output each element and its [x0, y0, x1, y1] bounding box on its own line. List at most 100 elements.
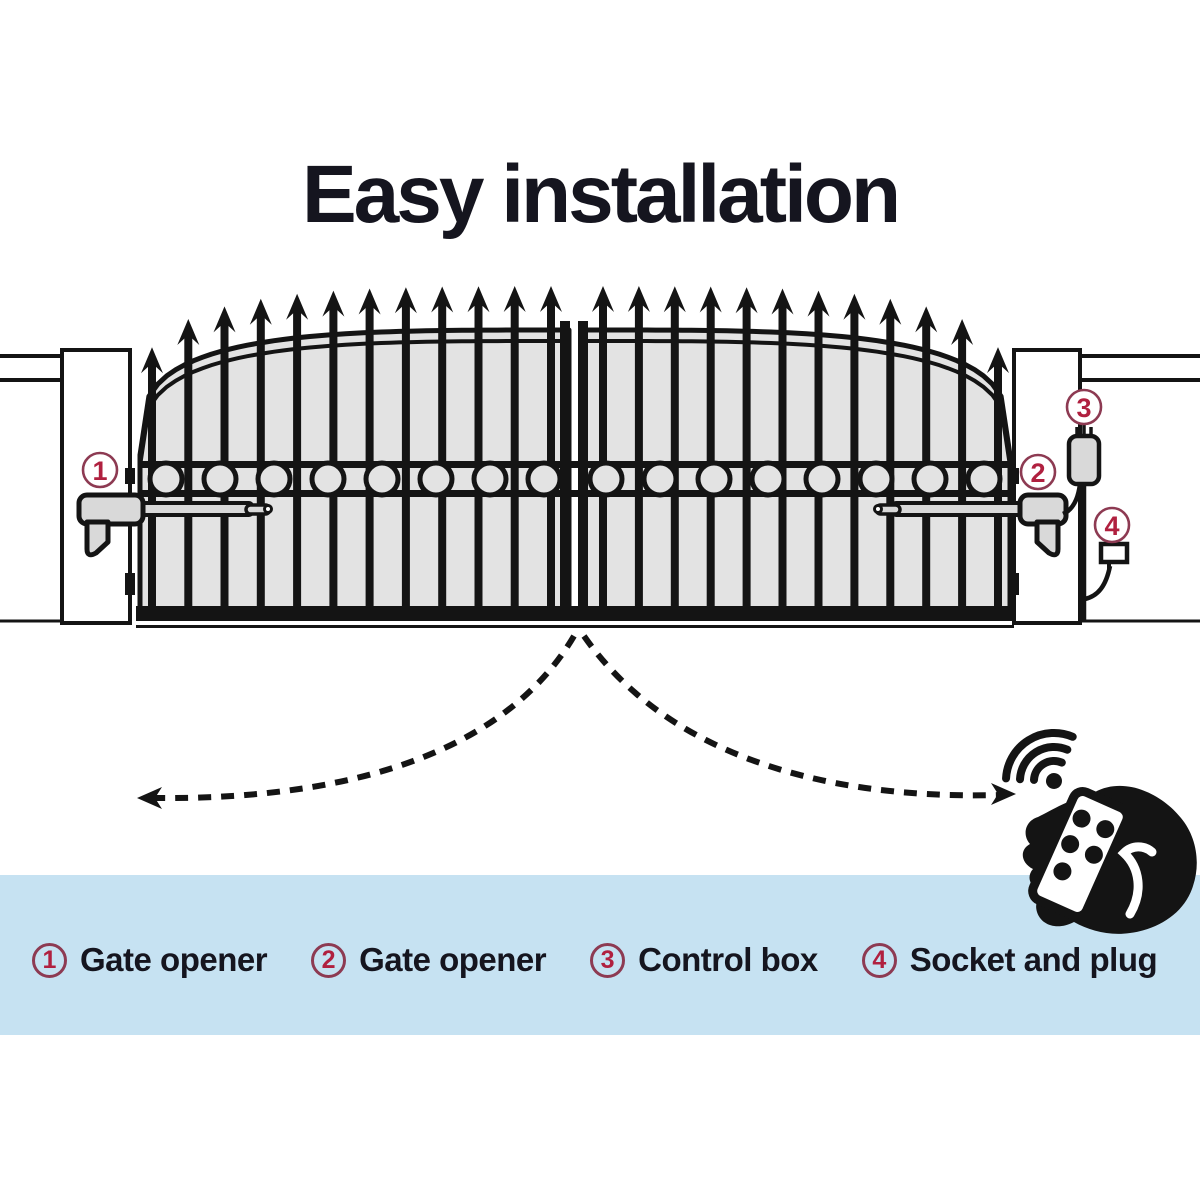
- remote-button: [1084, 845, 1103, 864]
- right-hinge-lower: [1009, 573, 1019, 595]
- legend-item-label: Socket and plug: [909, 941, 1158, 978]
- callout-circle-1: [81, 451, 119, 489]
- spear-finial-icon: [467, 286, 490, 313]
- spear-finial-icon: [592, 286, 614, 312]
- wifi-signal-icon: [1002, 729, 1077, 789]
- swing-arrow-right-head: [991, 783, 1016, 805]
- legend-item-label: Gate opener: [80, 941, 268, 978]
- spear-finial-icon: [431, 286, 454, 313]
- gate-ring: [309, 460, 347, 498]
- spear-finial-icon: [879, 298, 902, 325]
- legend-number-badge: 1: [32, 942, 67, 978]
- swing-arrows: [137, 634, 1016, 809]
- opener-arm-pivot: [263, 504, 273, 514]
- page-title: Easy installation: [301, 149, 901, 240]
- opener-bracket: [84, 519, 111, 558]
- gate-leaf: [582, 327, 1013, 621]
- gate-arch-inner-rail: [138, 339, 569, 467]
- opener-arm: [891, 501, 1027, 517]
- gate-ring: [695, 460, 733, 498]
- gate-ring: [471, 460, 509, 498]
- gate-ring: [147, 460, 185, 498]
- legend-number-badge: 4: [861, 942, 897, 978]
- gate-bottom-line: [136, 625, 1014, 628]
- spear-finial-icon: [141, 347, 163, 374]
- spear-finial-icon: [249, 298, 272, 325]
- thumb-crease: [1117, 842, 1157, 919]
- gate-opener-left: [76, 492, 273, 558]
- legend-number-badge: 3: [590, 942, 626, 978]
- gate-ring: [965, 460, 1003, 498]
- callout-number-4: 4: [1104, 511, 1119, 541]
- wifi-arc: [1002, 729, 1077, 783]
- gate-opener-right: [873, 492, 1069, 558]
- callout-circle-4: [1093, 506, 1131, 544]
- band-rail-top: [140, 461, 1010, 468]
- wifi-arc: [1016, 742, 1072, 784]
- spear-finial-icon: [915, 306, 938, 333]
- opener-motor-body: [76, 492, 146, 527]
- callout-number-3: 3: [1076, 393, 1091, 423]
- gate-group: [136, 286, 1014, 628]
- gate-ring: [587, 460, 625, 498]
- spear-finial-icon: [627, 286, 650, 312]
- legend-item-socket-and-plug: 4 Socket and plug: [861, 941, 1158, 979]
- legend-number-badge: 2: [311, 942, 347, 978]
- gate-ring: [641, 460, 679, 498]
- legend-item-label: Gate opener: [359, 941, 547, 978]
- remote-button: [1096, 820, 1115, 839]
- spear-finial-icon: [540, 286, 562, 312]
- swing-arrow-left: [153, 634, 577, 802]
- wifi-arc: [1029, 756, 1066, 784]
- callout-number-2: 2: [1030, 458, 1045, 488]
- spear-finial-icon: [699, 286, 722, 313]
- walls-group: [0, 348, 1200, 625]
- remote-button: [1072, 809, 1091, 828]
- spear-finial-icon: [663, 286, 686, 313]
- left-hinge-upper: [125, 468, 135, 484]
- gate-picket: [184, 337, 193, 618]
- socket-plug-icon: [1098, 541, 1130, 565]
- legend: 1 Gate opener 2 Gate opener 3 Control box 4 Soc…: [32, 941, 1158, 979]
- legend-item-gate-opener: 1 Gate opener: [32, 941, 268, 979]
- right-hinge-upper: [1009, 468, 1019, 484]
- right-wall-cap: [1074, 354, 1200, 382]
- remote-button: [1053, 862, 1072, 881]
- spear-finial-icon: [286, 293, 309, 320]
- electrics-group: [1061, 425, 1130, 621]
- gate-ring: [255, 460, 293, 498]
- control-box-icon: [1066, 433, 1102, 487]
- center-post-right: [578, 321, 588, 621]
- remote-control-icon: [1028, 787, 1132, 921]
- callout-badges: 1 2 3 4: [81, 388, 1131, 544]
- left-wall-cap: [0, 354, 70, 382]
- legend-item-gate-opener: 2 Gate opener: [311, 941, 547, 979]
- gate-picket: [958, 337, 967, 618]
- gate-ring: [525, 460, 563, 498]
- spear-finial-icon: [394, 287, 417, 314]
- spear-finial-icon: [843, 293, 866, 320]
- spear-finial-icon: [213, 306, 236, 333]
- swing-arrow-right: [581, 634, 1001, 799]
- spear-finial-icon: [771, 288, 794, 315]
- gate-ring: [803, 460, 841, 498]
- wifi-dot: [1046, 773, 1062, 789]
- spear-finial-icon: [177, 319, 200, 345]
- gate-ring: [201, 460, 239, 498]
- left-hinge-lower: [125, 573, 135, 595]
- opener-bracket: [1034, 519, 1061, 558]
- gate-ring: [749, 460, 787, 498]
- band-rail-bottom: [140, 490, 1010, 497]
- callout-circle-2: [1019, 453, 1057, 491]
- gate-ring: [417, 460, 455, 498]
- spear-finial-icon: [735, 287, 758, 314]
- gate-ring: [857, 460, 895, 498]
- callout-circle-3: [1065, 388, 1103, 426]
- spear-finial-icon: [322, 290, 345, 317]
- center-post-left: [560, 321, 570, 621]
- spear-finial-icon: [503, 286, 526, 312]
- callout-number-1: 1: [92, 456, 107, 486]
- legend-item-label: Control box: [638, 941, 818, 978]
- gate-arch-inner-rail: [585, 339, 1012, 467]
- legend-item-control-box: 3 Control box: [590, 941, 818, 979]
